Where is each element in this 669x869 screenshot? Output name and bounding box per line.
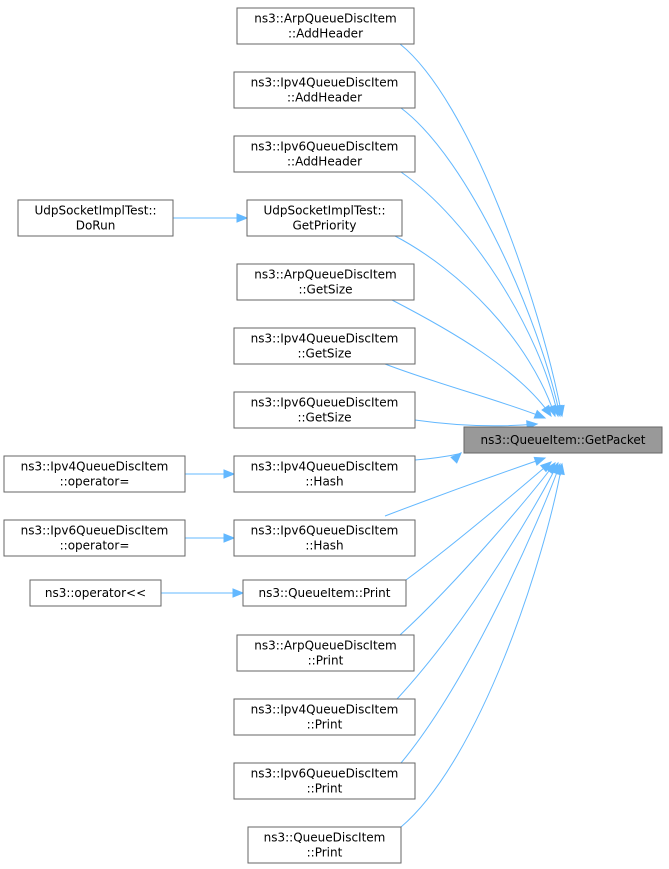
node-label-line: UdpSocketImplTest:: — [34, 204, 156, 218]
node-label-line: ns3::Ipv6QueueDiscItem — [21, 524, 169, 538]
node-label-line: ns3::ArpQueueDiscItem — [254, 12, 397, 26]
arrowhead-udp-getpriority-to-target — [547, 404, 557, 418]
node-ipv6-getsize[interactable]: ns3::Ipv6QueueDiscItem::GetSize — [233, 391, 416, 429]
node-label-line: ::Print — [308, 654, 344, 668]
node-label-line: ::Print — [307, 718, 343, 732]
node-box — [233, 519, 416, 557]
edge-ipv6-getsize-to-target — [414, 419, 538, 427]
node-label-line: ns3::ArpQueueDiscItem — [254, 268, 397, 282]
node-label-line: ::operator= — [60, 475, 130, 489]
node-label-line: ::Print — [307, 782, 343, 796]
node-label-line: ns3::Ipv4QueueDiscItem — [251, 76, 399, 90]
node-label-line: ns3::Ipv4QueueDiscItem — [251, 332, 399, 346]
arrowhead-ipv4-operator-to-ipv4-hash — [223, 469, 236, 479]
edges-layer — [161, 43, 565, 828]
node-box — [233, 327, 416, 365]
edge-udp-getpriority-to-target — [394, 235, 556, 417]
node-label-line: ns3::QueueDiscItem — [264, 831, 386, 845]
node-box — [233, 762, 416, 800]
node-ipv4-operator[interactable]: ns3::Ipv4QueueDiscItem::operator= — [3, 455, 186, 493]
node-label-line: ::Hash — [305, 539, 343, 553]
arrowhead-ipv6-operator-to-ipv6-hash — [223, 533, 236, 543]
edge-queuedisc-print-to-target — [400, 463, 563, 828]
node-ipv4-addheader[interactable]: ns3::Ipv4QueueDiscItem::AddHeader — [233, 71, 416, 109]
node-queueitem-print[interactable]: ns3::QueueItem::Print — [242, 579, 407, 607]
node-label-line: ns3::Ipv6QueueDiscItem — [251, 140, 399, 154]
node-label-line: ::Hash — [305, 475, 343, 489]
node-ipv6-hash[interactable]: ns3::Ipv6QueueDiscItem::Hash — [233, 519, 416, 557]
node-label-line: ns3::operator<< — [45, 586, 146, 600]
edge-arp-print-to-target — [399, 462, 556, 636]
node-box — [236, 7, 415, 45]
node-box — [233, 71, 416, 109]
node-box — [246, 199, 403, 237]
node-label-line: ::operator= — [60, 539, 130, 553]
node-box — [247, 826, 402, 864]
node-box — [233, 391, 416, 429]
edge-queueitem-print-to-target — [405, 461, 552, 581]
node-ipv6-addheader[interactable]: ns3::Ipv6QueueDiscItem::AddHeader — [233, 135, 416, 173]
node-label-line: GetPriority — [292, 219, 356, 233]
node-box — [3, 519, 186, 557]
node-label-line: ::AddHeader — [287, 155, 362, 169]
nodes-layer: ns3::QueueItem::GetPacketns3::ArpQueueDi… — [3, 7, 663, 864]
node-queuedisc-print[interactable]: ns3::QueueDiscItem::Print — [247, 826, 402, 864]
arrowhead-queuedisc-print-to-target — [555, 462, 565, 476]
edge-ipv6-print-to-target — [400, 463, 561, 764]
edge-arp-getsize-to-target — [391, 299, 552, 417]
node-box — [3, 455, 186, 493]
node-label-line: UdpSocketImplTest:: — [263, 204, 385, 218]
edge-ipv4-getsize-to-target — [384, 363, 546, 419]
node-label-line: ::GetSize — [298, 283, 352, 297]
node-ipv4-getsize[interactable]: ns3::Ipv4QueueDiscItem::GetSize — [233, 327, 416, 365]
node-arp-addheader[interactable]: ns3::ArpQueueDiscItem::AddHeader — [236, 7, 415, 45]
edge-arp-addheader-to-target — [399, 43, 563, 417]
node-label-line: ::AddHeader — [288, 27, 363, 41]
arrowhead-arp-getsize-to-target — [541, 404, 552, 418]
arrowhead-ns3-operator-lshift-to-queueitem-print — [232, 588, 245, 598]
arrowhead-udp-dorun-to-udp-getpriority — [236, 213, 249, 223]
node-label-line: ns3::Ipv4QueueDiscItem — [251, 460, 399, 474]
node-box — [233, 135, 416, 173]
node-label-line: ::GetSize — [297, 347, 351, 361]
node-ipv4-hash[interactable]: ns3::Ipv4QueueDiscItem::Hash — [233, 455, 416, 493]
node-target[interactable]: ns3::QueueItem::GetPacket — [463, 426, 663, 454]
node-label-line: ns3::Ipv4QueueDiscItem — [251, 703, 399, 717]
node-label-line: ns3::Ipv6QueueDiscItem — [251, 767, 399, 781]
node-udp-getpriority[interactable]: UdpSocketImplTest::GetPriority — [246, 199, 403, 237]
arrowhead-ipv4-hash-to-target — [450, 452, 462, 464]
node-ns3-operator-lshift[interactable]: ns3::operator<< — [29, 579, 162, 607]
node-label-line: ns3::Ipv6QueueDiscItem — [251, 396, 399, 410]
node-box — [236, 634, 415, 672]
edge-ipv6-addheader-to-target — [400, 171, 559, 417]
node-label-line: ns3::Ipv4QueueDiscItem — [21, 460, 169, 474]
edge-ipv4-print-to-target — [396, 462, 559, 700]
node-label-line: ns3::Ipv6QueueDiscItem — [251, 524, 399, 538]
edge-ipv4-addheader-to-target — [400, 107, 561, 417]
node-label-line: DoRun — [76, 219, 116, 233]
edge-ipv6-hash-to-target — [384, 457, 546, 517]
node-ipv4-print[interactable]: ns3::Ipv4QueueDiscItem::Print — [233, 698, 416, 736]
node-box — [233, 455, 416, 493]
node-box — [463, 426, 663, 454]
node-ipv6-operator[interactable]: ns3::Ipv6QueueDiscItem::operator= — [3, 519, 186, 557]
node-label-line: ns3::QueueItem::Print — [258, 586, 390, 600]
node-label-line: ::AddHeader — [287, 91, 362, 105]
node-ipv6-print[interactable]: ns3::Ipv6QueueDiscItem::Print — [233, 762, 416, 800]
node-box — [236, 263, 415, 301]
node-arp-getsize[interactable]: ns3::ArpQueueDiscItem::GetSize — [236, 263, 415, 301]
node-label-line: ns3::QueueItem::GetPacket — [480, 433, 645, 447]
node-box — [29, 579, 162, 607]
node-arp-print[interactable]: ns3::ArpQueueDiscItem::Print — [236, 634, 415, 672]
node-label-line: ::GetSize — [297, 411, 351, 425]
node-udp-dorun[interactable]: UdpSocketImplTest::DoRun — [17, 199, 174, 237]
node-label-line: ns3::ArpQueueDiscItem — [254, 639, 397, 653]
node-box — [17, 199, 174, 237]
node-box — [242, 579, 407, 607]
arrowhead-ipv4-getsize-to-target — [533, 409, 547, 419]
arrowhead-ipv6-hash-to-target — [533, 456, 547, 466]
node-label-line: ::Print — [307, 846, 343, 860]
node-box — [233, 698, 416, 736]
